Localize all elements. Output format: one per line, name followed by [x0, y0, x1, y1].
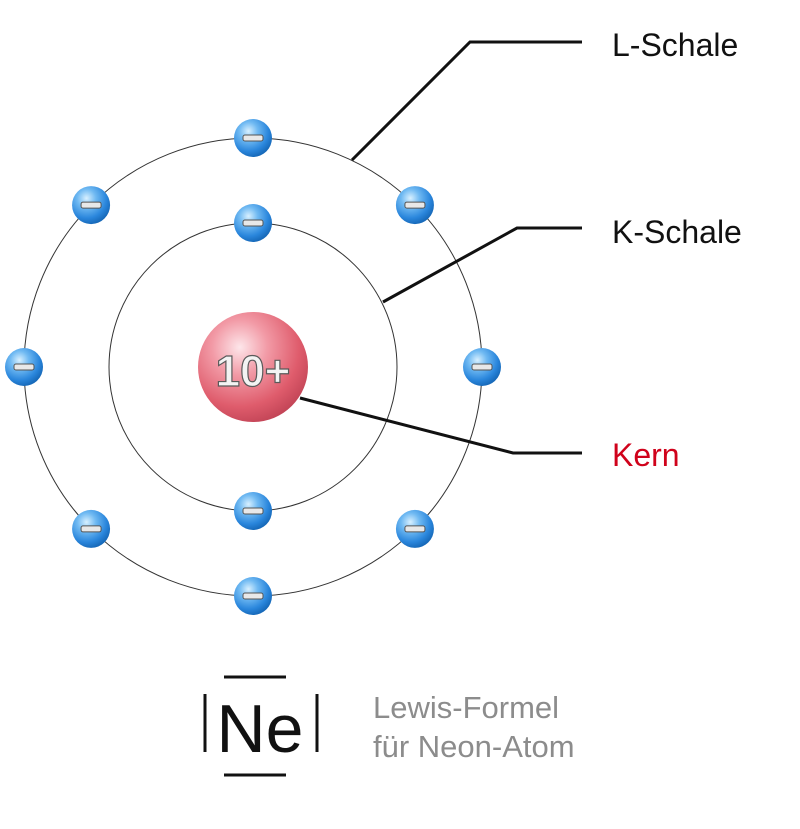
- minus-sign-icon: −: [242, 507, 264, 515]
- caption-line-1: Lewis-Formel: [373, 690, 559, 725]
- electrons: − − − − − − − − − −: [5, 119, 501, 615]
- lewis-formula: Ne: [203, 675, 319, 777]
- l-shell-label: L-Schale: [612, 27, 738, 63]
- nucleus-label: Kern: [612, 437, 680, 473]
- minus-sign-icon: −: [80, 201, 102, 209]
- element-symbol: Ne: [217, 691, 304, 767]
- electron: −: [72, 509, 111, 548]
- minus-sign-icon: −: [80, 525, 102, 533]
- electron: −: [463, 348, 501, 386]
- minus-sign-icon: −: [242, 219, 264, 227]
- electron: −: [395, 509, 434, 548]
- minus-sign-icon: −: [13, 363, 35, 371]
- nucleus-charge: 10+: [216, 347, 291, 396]
- electron: −: [234, 492, 272, 530]
- electron: −: [234, 204, 272, 242]
- caption-line-2: für Neon-Atom: [373, 729, 575, 764]
- nucleus-leader-line: [299, 396, 582, 455]
- electron: −: [5, 348, 43, 386]
- k-shell-label: K-Schale: [612, 214, 742, 250]
- minus-sign-icon: −: [242, 134, 264, 142]
- nucleus: 10+: [198, 312, 308, 422]
- electron: −: [234, 119, 272, 157]
- electron: −: [72, 186, 111, 225]
- l-shell-leader-line: [350, 40, 582, 162]
- electron: −: [234, 577, 272, 615]
- minus-sign-icon: −: [404, 201, 426, 209]
- minus-sign-icon: −: [471, 363, 493, 371]
- minus-sign-icon: −: [242, 592, 264, 600]
- electron: −: [395, 186, 434, 225]
- minus-sign-icon: −: [404, 525, 426, 533]
- k-shell-leader-line: [382, 226, 582, 304]
